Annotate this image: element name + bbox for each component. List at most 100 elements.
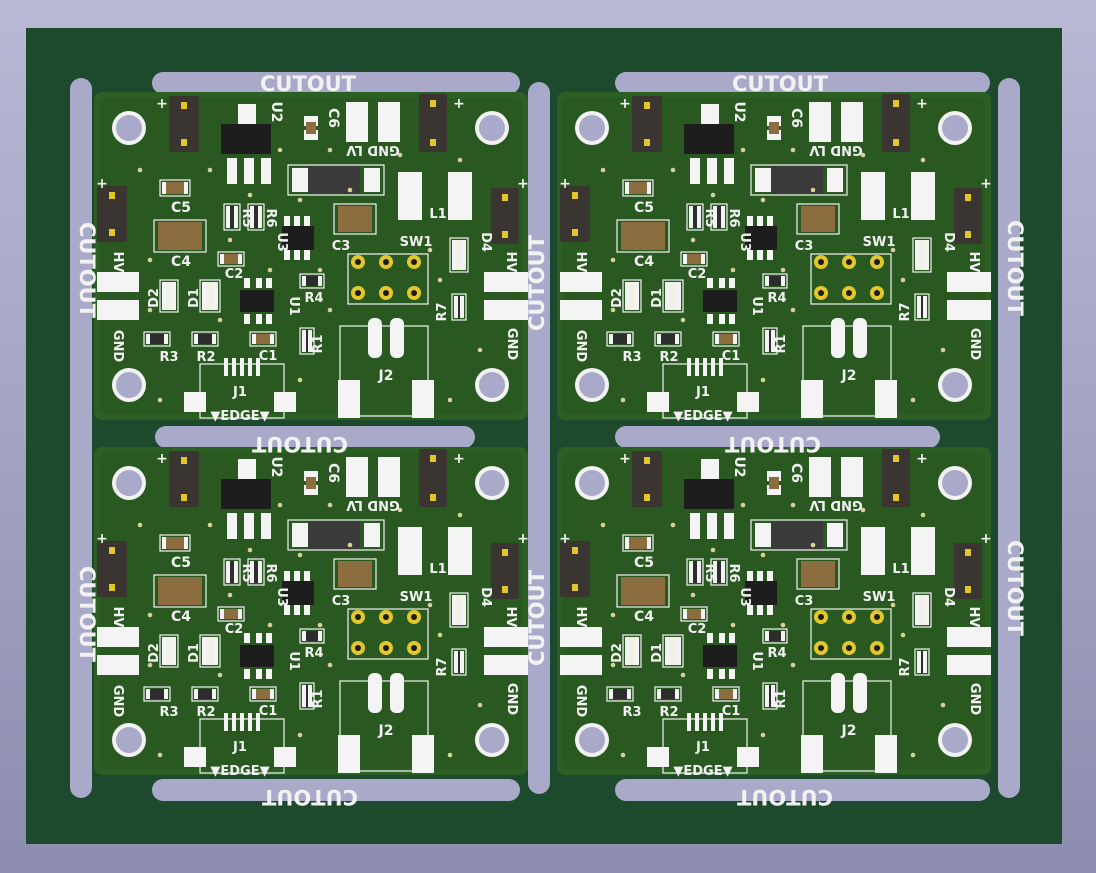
r7-label: R7 xyxy=(898,657,913,676)
c1 xyxy=(252,334,274,344)
u1-pin-top-1 xyxy=(719,278,725,288)
d2-label: D2 xyxy=(610,643,625,663)
sw1-outline xyxy=(347,608,429,660)
u3-pin-bot-2 xyxy=(767,250,773,260)
mounting-hole-br-drill xyxy=(942,372,968,398)
c2-outline xyxy=(680,606,708,622)
j1-pin-2 xyxy=(703,713,707,731)
gnd-lv-pad-b xyxy=(378,102,400,142)
via-6 xyxy=(297,552,303,558)
u2-pad-tab xyxy=(701,104,719,124)
hv-left-pad-a xyxy=(97,272,139,292)
j1-pin-1 xyxy=(695,713,699,731)
c2 xyxy=(220,254,242,264)
mounting-hole-bl-drill xyxy=(579,372,605,398)
header-right-pin-a xyxy=(965,194,971,201)
j2-pad-a xyxy=(801,735,823,773)
via-3 xyxy=(790,502,796,508)
hv-right-label: HV xyxy=(966,607,981,628)
gnd-lv-label: GND LV xyxy=(809,497,862,512)
c6-pad-b xyxy=(767,130,781,140)
slot-right-outer xyxy=(998,78,1020,798)
cutout-labels: CUTOUT CUTOUT CUTOUT CUTOUT CUTOUT CUTOU… xyxy=(75,72,1027,809)
c5 xyxy=(162,182,188,194)
r5-pad-b xyxy=(234,206,238,228)
gnd-lv-pad-a xyxy=(809,102,831,142)
via-4 xyxy=(397,152,403,158)
d1-pad-a xyxy=(665,637,669,665)
u1-label: U1 xyxy=(286,296,301,316)
r1-outline xyxy=(299,327,315,355)
r7-label: R7 xyxy=(435,657,450,676)
r7-pad-b xyxy=(923,651,927,673)
d4-label: D4 xyxy=(941,232,956,252)
r1-label: R1 xyxy=(774,334,789,353)
r2-pad-a xyxy=(657,334,661,344)
header-right xyxy=(491,188,519,244)
via-9 xyxy=(227,237,233,243)
via-6 xyxy=(760,197,766,203)
r6-outline xyxy=(710,558,728,586)
via-14 xyxy=(217,317,223,323)
r7-label: R7 xyxy=(435,302,450,321)
slot-bottom-left xyxy=(152,779,520,801)
d1-pad-a xyxy=(202,637,206,665)
via-4 xyxy=(860,507,866,513)
via-14 xyxy=(217,672,223,678)
c6-pad-a xyxy=(767,471,781,481)
header-top-left xyxy=(169,96,199,152)
via-0 xyxy=(137,522,143,528)
mounting-hole-br-drill xyxy=(479,372,505,398)
j1-label: J1 xyxy=(695,740,710,755)
via-18 xyxy=(620,752,626,758)
c3-label: C3 xyxy=(795,239,814,254)
d3-pad-a xyxy=(755,168,771,192)
via-11 xyxy=(327,662,333,668)
u1-pin-top-1 xyxy=(256,278,262,288)
c5-pad-a xyxy=(625,537,629,549)
via-16 xyxy=(760,377,766,383)
r7-pad-b xyxy=(460,296,464,318)
d2-pad-b xyxy=(172,637,176,665)
via-15 xyxy=(610,662,616,668)
via-17 xyxy=(910,752,916,758)
r4-outline xyxy=(299,628,325,644)
sw1-pin-top-hole-2 xyxy=(874,614,880,620)
via-6 xyxy=(760,552,766,558)
d1-pad-b xyxy=(214,282,218,310)
d1-outline xyxy=(199,634,221,668)
r3-pad-a xyxy=(609,689,613,699)
sw1-pin-top-hole-2 xyxy=(411,614,417,620)
d3-pad-a xyxy=(292,523,308,547)
sw1-pin-top-hole-1 xyxy=(383,614,389,620)
u2-tab xyxy=(684,124,734,154)
d4-outline xyxy=(912,237,932,273)
j2-pin-b xyxy=(853,318,867,358)
header-right-pin-a xyxy=(965,549,971,556)
via-17 xyxy=(910,397,916,403)
via-7 xyxy=(317,267,323,273)
r2 xyxy=(657,689,679,699)
via-5 xyxy=(457,157,463,163)
c4-body xyxy=(158,577,202,605)
plus-mark-r: + xyxy=(980,531,992,547)
r5-pad-a xyxy=(689,206,693,228)
via-0 xyxy=(600,167,606,173)
r4-label: R4 xyxy=(767,646,786,661)
r2-outline xyxy=(654,331,682,347)
c2-pad-b xyxy=(701,254,705,264)
via-2 xyxy=(740,502,746,508)
d1-pad-b xyxy=(214,637,218,665)
hv-left-label: HV xyxy=(110,252,125,273)
via-21 xyxy=(710,547,716,553)
j1-pin-4 xyxy=(256,358,260,376)
via-9 xyxy=(227,592,233,598)
sw1-label: SW1 xyxy=(863,590,896,605)
u3-pin-bot-0 xyxy=(747,250,753,260)
mounting-hole-br-drill xyxy=(479,727,505,753)
c2-outline xyxy=(217,251,245,267)
c2-label: C2 xyxy=(225,622,244,637)
r6-pad-a xyxy=(713,561,717,583)
u3-body xyxy=(282,581,314,605)
j2-pin-b xyxy=(853,673,867,713)
